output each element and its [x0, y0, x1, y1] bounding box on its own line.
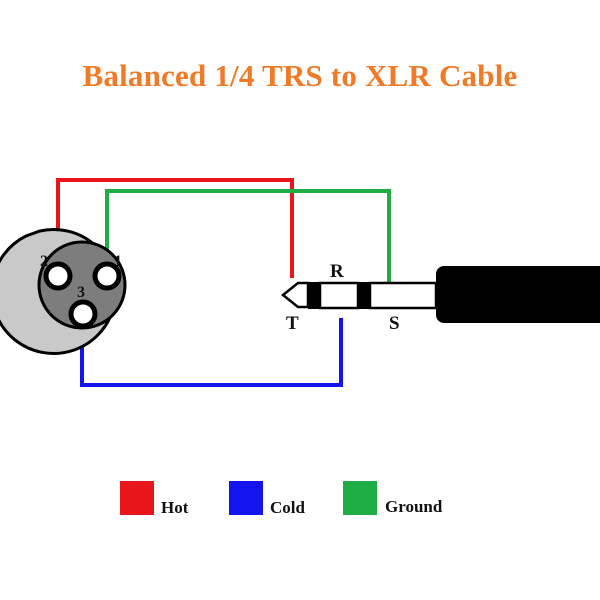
xlr-pin-1-label: 1	[114, 253, 122, 270]
xlr-pin-1	[92, 261, 122, 291]
cold-wire	[80, 318, 343, 387]
xlr-pin-3-label: 3	[77, 284, 85, 301]
legend-hot-swatch	[120, 481, 154, 515]
legend-cold-label: Cold	[270, 498, 306, 517]
diagram-title: Balanced 1/4 TRS to XLR Cable	[82, 58, 518, 93]
legend: Hot Cold Ground	[120, 481, 443, 517]
hot-wire	[56, 178, 294, 278]
trs-sleeve	[368, 281, 438, 310]
trs-tip	[280, 281, 310, 309]
legend-cold-swatch	[229, 481, 263, 515]
trs-cable	[436, 266, 600, 323]
xlr-pin-3	[68, 299, 98, 329]
legend-hot-label: Hot	[161, 498, 189, 517]
trs-ring	[318, 281, 360, 310]
xlr-pin-2-label: 2	[40, 253, 48, 270]
ground-wire	[105, 189, 391, 283]
xlr-pin-2	[43, 261, 73, 291]
xlr-connector: 2 1 3	[0, 227, 127, 355]
trs-plug: T R S	[280, 261, 600, 334]
trs-ring-insulator	[358, 282, 370, 309]
trs-tip-insulator	[308, 282, 320, 309]
legend-ground-swatch	[343, 481, 377, 515]
trs-tip-label: T	[286, 313, 299, 334]
legend-ground-label: Ground	[385, 497, 443, 516]
trs-sleeve-label: S	[389, 313, 400, 334]
trs-ring-label: R	[330, 261, 344, 282]
